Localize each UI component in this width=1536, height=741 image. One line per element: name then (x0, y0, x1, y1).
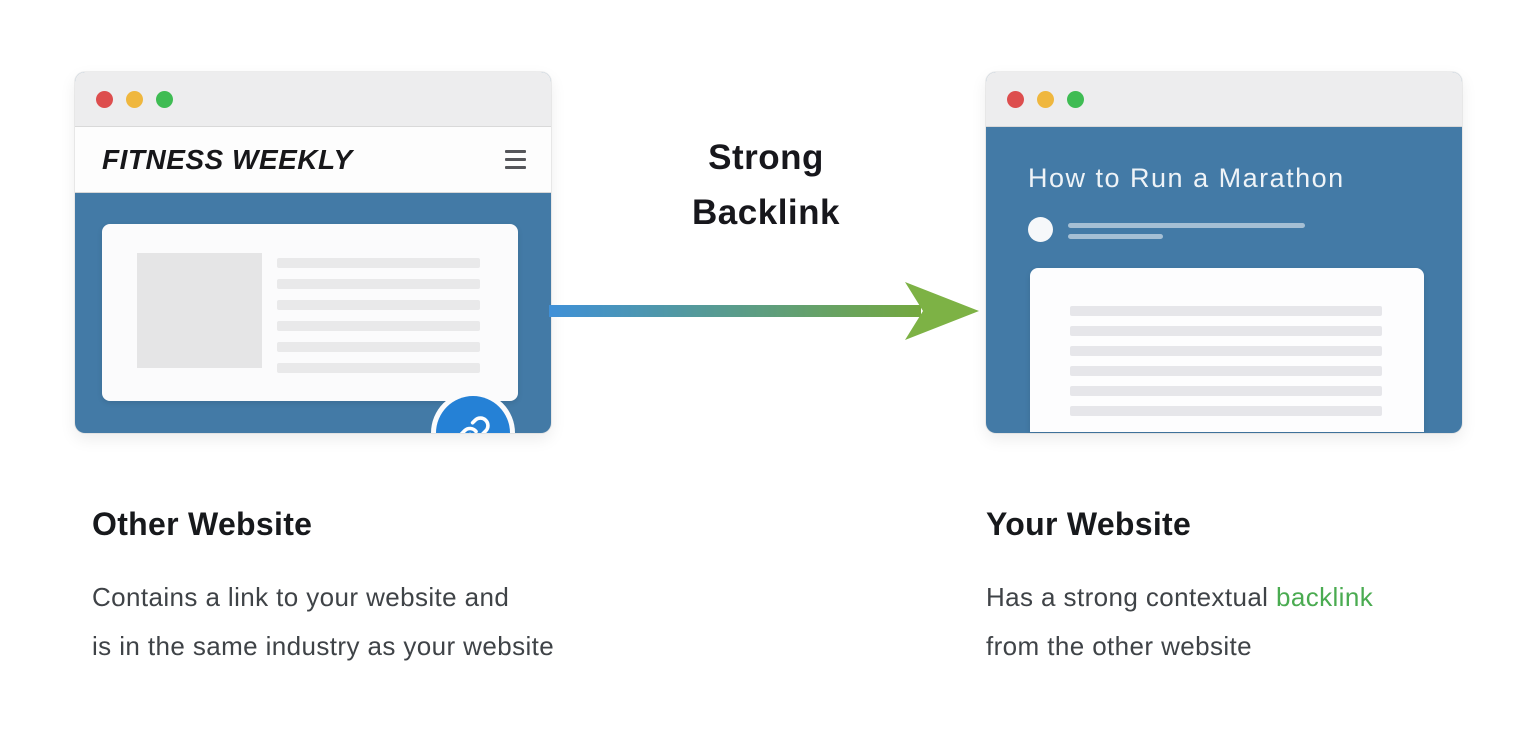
window-titlebar (986, 72, 1462, 127)
text-placeholder-lines (277, 258, 480, 384)
close-window-icon[interactable] (1007, 90, 1024, 108)
your-website-window: How to Run a Marathon (986, 72, 1462, 433)
content-card (1030, 268, 1424, 432)
text-line (277, 321, 480, 331)
other-website-heading: Other Website (92, 506, 313, 542)
site-logo: FITNESS WEEKLY (102, 143, 353, 175)
menu-icon[interactable] (505, 150, 526, 169)
text-line (277, 342, 480, 352)
text-line (277, 279, 480, 289)
text-line (1070, 346, 1382, 356)
description-line1: Has a strong contextual (986, 582, 1269, 612)
description-line2: from the other website (986, 631, 1253, 661)
other-website-caption: Other Website Contains a link to your we… (92, 506, 554, 671)
maximize-window-icon[interactable] (1067, 90, 1084, 108)
text-line (277, 300, 480, 310)
your-website-description: Has a strong contextual backlink from th… (986, 573, 1373, 671)
text-line (1070, 326, 1382, 336)
text-line (277, 363, 480, 373)
page-body: How to Run a Marathon (986, 127, 1462, 432)
maximize-window-icon[interactable] (156, 90, 173, 108)
text-line (1070, 366, 1382, 376)
byline-placeholder (1068, 234, 1163, 239)
minimize-window-icon[interactable] (1037, 90, 1054, 108)
image-placeholder (137, 253, 262, 368)
byline-placeholder (1068, 223, 1305, 228)
close-window-icon[interactable] (96, 90, 113, 108)
text-line (1070, 386, 1382, 396)
link-icon[interactable] (436, 396, 510, 433)
other-website-window: FITNESS WEEKLY (75, 72, 551, 433)
description-line2: is in the same industry as your website (92, 631, 555, 661)
arrow-label-line2: Backlink (692, 193, 840, 232)
text-line (1070, 406, 1382, 416)
description-line1: Contains a link to your website and (92, 582, 510, 612)
backlink-arrow-icon (549, 282, 979, 340)
your-website-heading: Your Website (986, 506, 1192, 542)
site-header: FITNESS WEEKLY (75, 127, 551, 193)
arrow-label-line1: Strong (708, 138, 824, 177)
text-line (277, 258, 480, 268)
article-card (102, 224, 518, 401)
arrow-label: Strong Backlink (551, 130, 981, 240)
page-title: How to Run a Marathon (1028, 163, 1345, 193)
site-body (75, 193, 551, 433)
your-website-caption: Your Website Has a strong contextual bac… (986, 506, 1373, 671)
text-line (1070, 306, 1382, 316)
window-titlebar (75, 72, 551, 127)
backlink-highlight: backlink (1275, 582, 1374, 612)
text-placeholder-lines (1070, 306, 1382, 426)
other-website-description: Contains a link to your website and is i… (92, 573, 554, 671)
author-avatar (1028, 217, 1053, 242)
minimize-window-icon[interactable] (126, 90, 143, 108)
